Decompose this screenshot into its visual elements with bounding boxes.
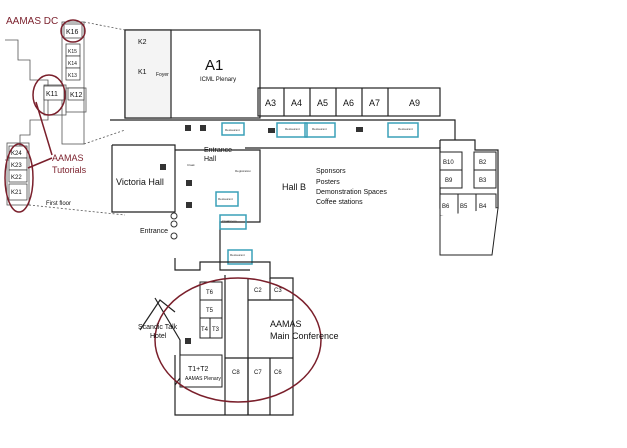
first-floor-label: First floor [46,201,71,207]
b-rooms [439,151,499,256]
restaurant-label-2: Restaurant [285,127,300,131]
room-c8: C8 [232,370,240,376]
room-victoria-hall: Victoria Hall [116,177,164,187]
room-labels: First floor K16 K15 K14 K13 K11 K12 K24 … [11,29,487,382]
room-a3: A3 [265,98,276,108]
restaurant-label-6: Restaurant [230,253,245,257]
aamas-tutorials-label-1: AAMAS [52,153,84,163]
room-k24: K24 [11,151,22,157]
lower-building-walls [139,258,294,416]
k-room-boxes [8,23,85,201]
aamas-tutorials-label-2: Tutorials [52,165,87,175]
room-b10: B10 [443,160,454,166]
room-t1t2: T1+T2 [188,366,209,373]
room-a6: A6 [343,98,354,108]
room-a1: A1 [205,57,223,74]
room-t6: T6 [206,290,214,296]
room-c3: C3 [274,288,282,294]
room-entrance: Entrance [140,228,168,235]
small-fixtures [160,125,363,344]
room-entrance-hall-2: Hall [204,156,217,163]
annotation-labels: AAMAS DC AAMAS Tutorials [6,16,87,175]
hall-b-use-2: Demonstration Spaces [316,189,387,196]
room-t3: T3 [212,327,220,333]
hall-b-use-3: Coffee stations [316,199,363,206]
room-k21: K21 [11,190,22,196]
hall-b-use-0: Sponsors [316,168,346,175]
annotation-circles [4,19,322,403]
registration-label: Registration [235,169,251,173]
restaurant-label-4: Restaurant [398,127,413,131]
room-foyer: Foyer [156,72,169,78]
room-a7: A7 [369,98,380,108]
room-c6: C6 [274,370,282,376]
room-c7: C7 [254,370,262,376]
room-a1-subtitle: ICML Plenary [200,77,236,83]
restaurant-highlights [215,122,419,265]
room-k14: K14 [68,61,77,67]
room-c2: C2 [254,288,262,294]
room-b5: B5 [460,204,468,210]
t-rooms [179,281,223,388]
room-k22: K22 [11,175,22,181]
room-k11: K11 [46,91,58,98]
aamas-main-label-1: AAMAS [270,319,302,329]
scandic-label-2: Hotel [150,333,167,340]
room-t1t2-subtitle: AAMAS Plenary [185,376,221,382]
room-k2: K2 [138,39,147,46]
restaurant-label-3: Restaurant [312,127,327,131]
room-a5: A5 [317,98,328,108]
cloakroom-label: Cloakroom [222,219,237,223]
room-b3: B3 [479,178,487,184]
room-entrance-hall-1: Entrance [204,147,232,154]
room-b2: B2 [479,160,487,166]
aamas-main-label-2: Main Conference [270,331,339,341]
room-k23: K23 [11,163,22,169]
room-a9: A9 [409,98,420,108]
hall-b-use-1: Posters [316,179,340,186]
room-k13: K13 [68,73,77,79]
cloak-label: Cloak [187,163,195,167]
aamas-dc-label: AAMAS DC [6,16,58,27]
room-b4: B4 [479,204,487,210]
room-k1: K1 [138,69,147,76]
room-hall-b: Hall B [282,182,306,192]
room-k12: K12 [70,92,83,99]
room-t4: T4 [201,327,209,333]
room-k15: K15 [68,49,77,55]
restaurant-label-1: Restaurant [225,128,240,132]
room-b9: B9 [445,178,453,184]
room-a4: A4 [291,98,302,108]
room-b6: B6 [442,204,450,210]
restaurant-label-5: Restaurant [218,197,233,201]
room-t5: T5 [206,308,214,314]
room-k16: K16 [66,29,79,36]
tiny-labels: Restaurant Restaurant Restaurant Restaur… [187,127,413,257]
scandic-label-1: Scandic Talk [138,324,178,331]
